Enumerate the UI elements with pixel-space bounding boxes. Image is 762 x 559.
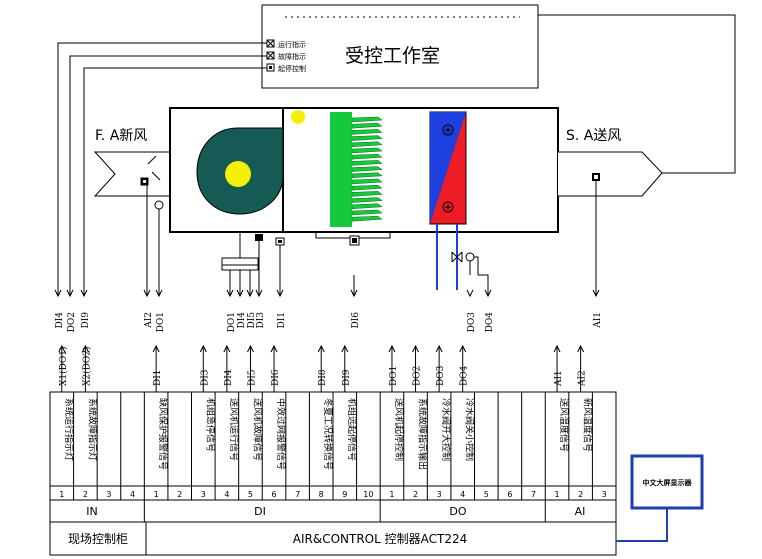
terminal-label: 送风温度信号: [558, 398, 570, 452]
terminal-number: 1: [154, 490, 159, 499]
terminal-number: 2: [177, 490, 182, 499]
terminal-number: 9: [342, 490, 347, 499]
terminal-number: 1: [59, 490, 64, 499]
field-tag: AI1: [593, 312, 603, 329]
indicator-startstop-label: 起停控制: [278, 64, 306, 73]
field-tag: DI3: [256, 312, 266, 329]
cabinet-tag: DI9: [342, 369, 352, 386]
field-wiring: [146, 178, 597, 296]
controlled-room: 受控工作室 运行指示 故障指示 起停控制: [57, 4, 736, 296]
air-handling-unit: F. A新风 S. A送风: [93, 107, 663, 296]
cabinet-tag: DO1: [389, 366, 399, 386]
terminal-label: 送风机起停控制: [393, 398, 405, 461]
terminal-number: 3: [106, 490, 111, 499]
cabinet-tag: DO4: [460, 365, 470, 386]
terminal-label: 送风机故障信号: [251, 398, 263, 461]
damper-icon: [147, 155, 161, 181]
cabinet-tags: X1(DO1) X2(DO2) DI1 DI3 DI4 DI5 DI6 DI8 DI9 DO1 DO…: [58, 344, 588, 392]
cabinet-tag: DI5: [247, 369, 257, 386]
cabinet-tag: DI3: [200, 369, 210, 386]
cabinet-tag: DI8: [318, 369, 328, 386]
terminal-table: 系统运行指示灯 1 系统故障指示灯 2 3 4 缺风保护报警信号 1 2 机组急停信号 3 送风机运行…: [49, 391, 617, 556]
terminal-number: 2: [578, 490, 583, 499]
field-tag: DI4: [237, 312, 247, 329]
terminal-label: 新风温度信号: [582, 398, 594, 452]
supply-air-duct: [558, 151, 663, 197]
terminal-label: 系统故障指示输出: [417, 398, 429, 470]
terminal-label: 缺风保护报警信号: [157, 398, 169, 470]
terminal-number: 7: [531, 490, 536, 499]
terminal-label: 冷水阀关小控制: [464, 398, 476, 461]
terminal-number: 6: [271, 490, 276, 499]
terminal-number: 1: [389, 490, 394, 499]
group-do: DO: [449, 505, 466, 518]
cabinet-tag: DI6: [271, 369, 281, 386]
cabinet-tag: AI2: [578, 370, 588, 387]
group-di: DI: [254, 505, 266, 518]
terminal-label: 冬夏工况转换信号: [322, 398, 334, 470]
supply-air-label: S. A送风: [566, 128, 621, 144]
group-in: IN: [86, 505, 97, 518]
terminal-number: 4: [130, 490, 135, 499]
cooling-coil-icon: [330, 112, 383, 227]
field-tag: DI4: [55, 312, 65, 329]
terminal-number: 3: [437, 490, 442, 499]
cabinet-tag: DI4: [224, 369, 234, 386]
field-tag: DI9: [81, 312, 91, 329]
terminal-number: 3: [201, 490, 206, 499]
field-tag: DO4: [485, 312, 495, 333]
terminal-number: 6: [507, 490, 512, 499]
field-tag: DI1: [277, 312, 287, 329]
indicator-fault-label: 故障指示: [278, 52, 306, 61]
cabinet-name: 现场控制柜: [68, 532, 128, 546]
cabinet-tag: DO2: [413, 366, 423, 386]
terminal-number: 3: [602, 490, 607, 499]
terminal-number: 1: [554, 490, 559, 499]
group-ai: AI: [575, 505, 586, 518]
fresh-air-duct: [93, 151, 171, 197]
terminal-number: 10: [363, 490, 373, 499]
terminal-number: 4: [224, 490, 229, 499]
display-panel: 中文大屏显示器: [616, 454, 704, 542]
field-tag: DO1: [156, 312, 166, 332]
terminal-label: 机组急停信号: [204, 398, 216, 452]
display-label: 中文大屏显示器: [643, 478, 693, 487]
terminal-label: 系统故障指示灯: [86, 398, 98, 461]
cabinet-tag: X2(DO2): [81, 347, 92, 386]
terminal-number: 2: [83, 490, 88, 499]
terminal-number: 5: [484, 490, 489, 499]
cabinet-tag: AI1: [554, 370, 564, 387]
water-valve-icon: [429, 111, 467, 225]
controller-model: AIR&CONTROL 控制器ACT224: [293, 532, 467, 546]
cabinet-tag: DO3: [436, 365, 446, 386]
terminal-label: 系统运行指示灯: [63, 398, 75, 461]
fresh-air-label: F. A新风: [95, 128, 147, 144]
terminal-number: 5: [248, 490, 253, 499]
field-tag: DI6: [351, 312, 361, 329]
terminal-number: 7: [295, 490, 300, 499]
field-tag: DO2: [67, 312, 77, 332]
supply-fan-icon: [196, 110, 305, 215]
field-tag: AI2: [144, 312, 154, 329]
control-valve-icon: [451, 251, 463, 263]
terminal-number: 4: [460, 490, 465, 499]
terminal-label: 冷水阀开大控制: [440, 398, 452, 461]
cabinet-tag: DI1: [153, 370, 163, 387]
terminal-label: 送风机运行信号: [228, 398, 240, 461]
field-tag: DO3: [467, 312, 477, 333]
terminal-number: 8: [319, 490, 324, 499]
field-tag: DI5: [247, 312, 257, 329]
room-title: 受控工作室: [345, 45, 440, 67]
terminal-number: 2: [413, 490, 418, 499]
cabinet-tag: X1(DO1): [58, 347, 69, 386]
terminal-label: 中效过网报警信号: [275, 398, 287, 470]
terminal-label: 机组远起停信号: [346, 398, 358, 461]
field-tag: DO1: [227, 312, 237, 332]
indicator-run-label: 运行指示: [278, 40, 306, 49]
